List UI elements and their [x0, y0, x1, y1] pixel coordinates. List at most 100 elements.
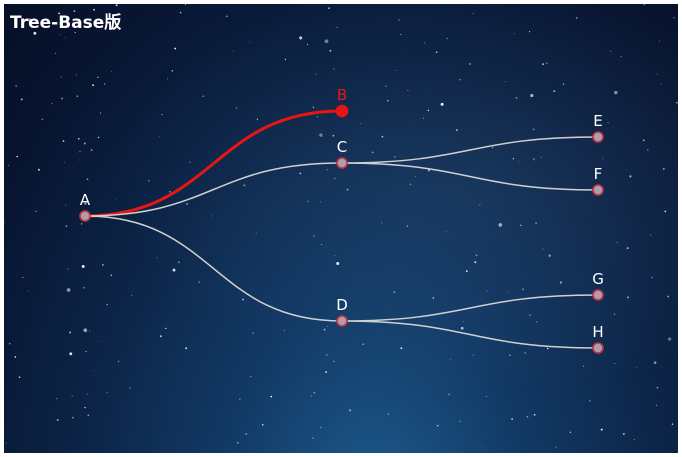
- star: [65, 204, 67, 206]
- star: [459, 78, 461, 81]
- star: [651, 276, 653, 279]
- star: [465, 270, 468, 272]
- tree-node-label-b: B: [337, 86, 347, 104]
- star: [546, 347, 549, 350]
- star: [111, 70, 113, 72]
- star: [515, 96, 518, 99]
- star: [653, 361, 657, 364]
- star: [676, 102, 678, 104]
- star: [283, 329, 285, 332]
- star: [106, 391, 108, 394]
- star: [336, 26, 338, 29]
- star: [520, 224, 522, 227]
- tree-node-h[interactable]: [592, 342, 604, 354]
- star: [92, 84, 95, 87]
- star: [528, 314, 531, 317]
- tree-node-b[interactable]: [335, 104, 349, 118]
- star: [59, 34, 61, 36]
- star: [647, 149, 649, 151]
- tree-node-f[interactable]: [592, 184, 604, 196]
- star: [424, 42, 426, 44]
- star: [72, 416, 74, 419]
- tree-link-a-b: [84, 109, 343, 218]
- star: [115, 198, 117, 200]
- star: [159, 335, 162, 338]
- star: [414, 176, 416, 177]
- star: [167, 78, 168, 80]
- star: [636, 367, 638, 369]
- star: [475, 254, 478, 257]
- tree-node-a[interactable]: [79, 210, 91, 222]
- star: [626, 247, 629, 250]
- star: [326, 326, 328, 328]
- tree-node-label-e: E: [593, 112, 602, 130]
- tree-node-c[interactable]: [336, 157, 348, 169]
- tree-node-label-h: H: [592, 323, 603, 341]
- star: [198, 281, 200, 283]
- tree-node-d[interactable]: [336, 315, 348, 327]
- star: [307, 200, 309, 202]
- star: [398, 19, 400, 21]
- star: [518, 161, 520, 163]
- star: [161, 114, 163, 116]
- star: [212, 215, 213, 217]
- star: [35, 210, 37, 213]
- star: [22, 276, 24, 279]
- star: [97, 136, 100, 139]
- star: [491, 147, 494, 149]
- star: [324, 39, 329, 44]
- star: [313, 235, 315, 237]
- star: [67, 267, 69, 270]
- star: [54, 52, 56, 54]
- star: [486, 290, 488, 292]
- star: [69, 331, 72, 334]
- star: [472, 13, 474, 15]
- star: [533, 413, 536, 416]
- star: [332, 135, 335, 137]
- star: [513, 33, 515, 35]
- tree-node-e[interactable]: [592, 131, 604, 143]
- star: [186, 203, 189, 205]
- star: [169, 191, 171, 193]
- tree-node-g[interactable]: [592, 289, 604, 301]
- star: [56, 397, 58, 400]
- star: [56, 418, 59, 421]
- star: [58, 12, 60, 15]
- star: [336, 261, 340, 266]
- star: [616, 241, 618, 244]
- star: [129, 387, 131, 389]
- star: [245, 433, 248, 435]
- star: [409, 183, 412, 186]
- star: [658, 40, 660, 42]
- star: [526, 415, 529, 418]
- star: [656, 73, 658, 75]
- star: [400, 347, 403, 349]
- star: [81, 264, 85, 268]
- star: [312, 437, 314, 439]
- star: [8, 342, 11, 345]
- star: [4, 222, 5, 224]
- tree-link-d-g: [341, 294, 599, 322]
- star: [93, 8, 96, 11]
- star: [158, 136, 160, 138]
- star: [329, 49, 332, 52]
- star: [235, 107, 238, 109]
- star: [423, 117, 424, 119]
- star: [313, 420, 315, 422]
- star: [569, 431, 572, 433]
- star: [660, 83, 662, 85]
- star: [102, 264, 104, 266]
- star: [394, 155, 396, 158]
- star: [667, 337, 672, 341]
- star: [299, 36, 303, 40]
- tree-link-a-d: [84, 215, 343, 322]
- star: [299, 172, 302, 175]
- star: [76, 95, 79, 97]
- star: [509, 354, 511, 356]
- star: [610, 50, 612, 52]
- star: [185, 347, 188, 350]
- star: [243, 184, 246, 187]
- star: [614, 90, 618, 95]
- star: [338, 305, 340, 307]
